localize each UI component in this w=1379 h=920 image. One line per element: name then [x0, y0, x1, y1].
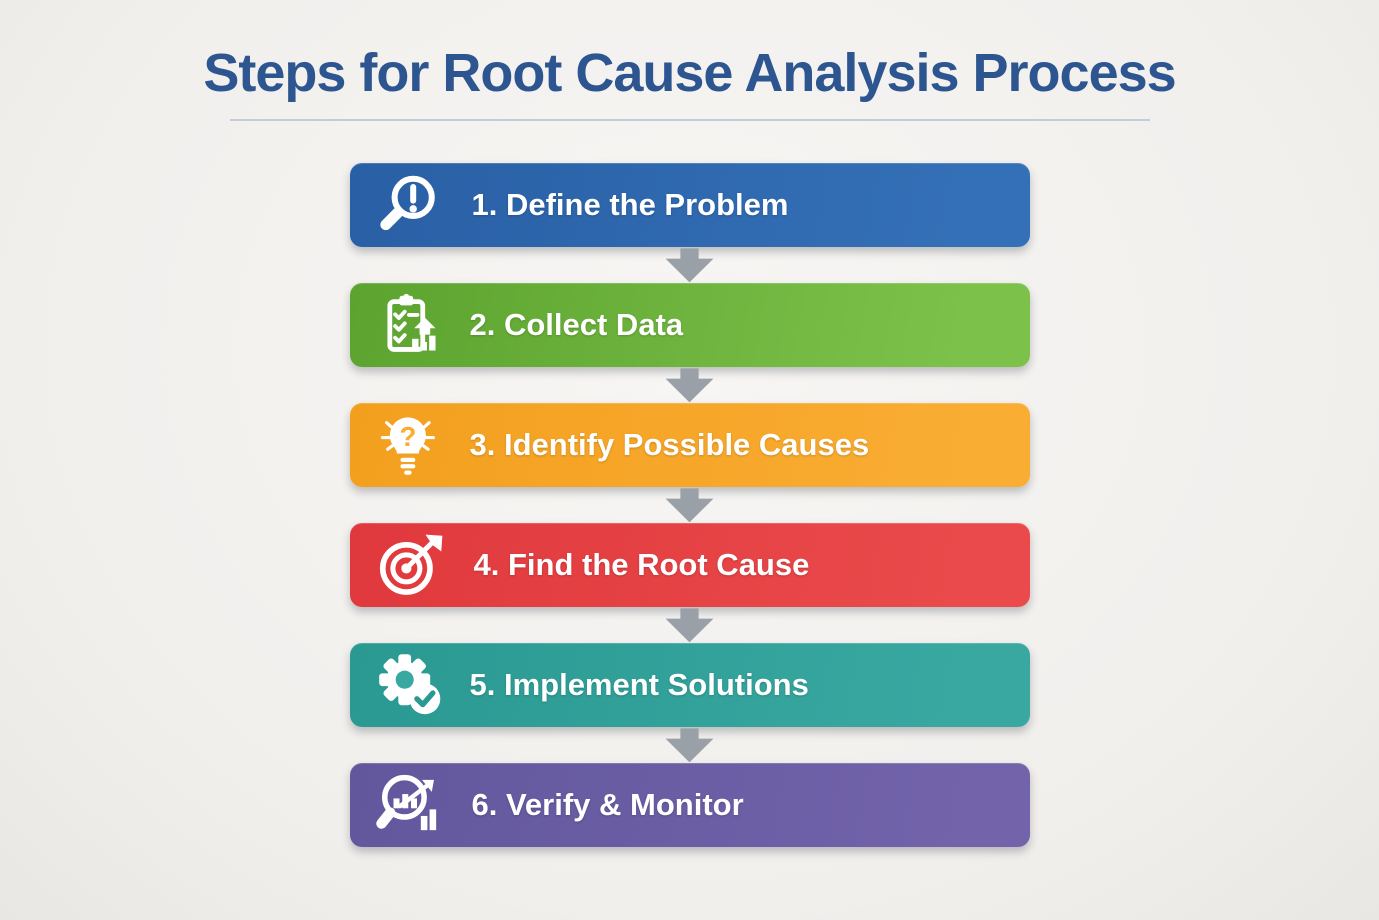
title-divider	[229, 119, 1150, 122]
target-arrow-icon	[379, 535, 442, 596]
step-bar-define-problem: 1. Define the Problem	[349, 163, 1030, 248]
step-label: 1. Define the Problem	[471, 187, 789, 223]
down-arrow-icon	[665, 728, 714, 763]
step-label: 6. Verify & Monitor	[471, 787, 744, 823]
down-arrow-icon	[665, 368, 714, 403]
step-label: 4. Find the Root Cause	[473, 547, 810, 583]
header: Steps for Root Cause Analysis Process	[0, 0, 1379, 122]
step-bar-find-root-cause: 4. Find the Root Cause	[349, 523, 1030, 608]
step-bar-implement-solutions: 5. Implement Solutions	[349, 643, 1030, 728]
clipboard-checklist-icon	[386, 294, 435, 353]
down-arrow-icon	[665, 488, 714, 523]
step-label: 3. Identify Possible Causes	[469, 427, 870, 463]
step-bar-verify-monitor: 6. Verify & Monitor	[349, 763, 1030, 848]
down-arrow-icon	[665, 608, 714, 643]
down-arrow-icon	[665, 248, 714, 283]
step-bar-identify-causes: ? 3. Identify Possible Causes	[349, 403, 1030, 488]
step-bar-collect-data: 2. Collect Data	[349, 283, 1030, 368]
steps-list: 1. Define the Problem 2. Collect Data	[0, 163, 1379, 848]
magnifier-chart-icon	[375, 775, 436, 831]
page-title: Steps for Root Cause Analysis Process	[203, 43, 1176, 103]
step-label: 2. Collect Data	[469, 307, 684, 343]
gear-check-icon	[378, 654, 440, 715]
lightbulb-question-icon: ?	[380, 417, 435, 476]
magnifier-exclamation-icon	[379, 176, 435, 231]
svg-text:?: ?	[399, 421, 416, 452]
step-label: 5. Implement Solutions	[469, 667, 809, 703]
